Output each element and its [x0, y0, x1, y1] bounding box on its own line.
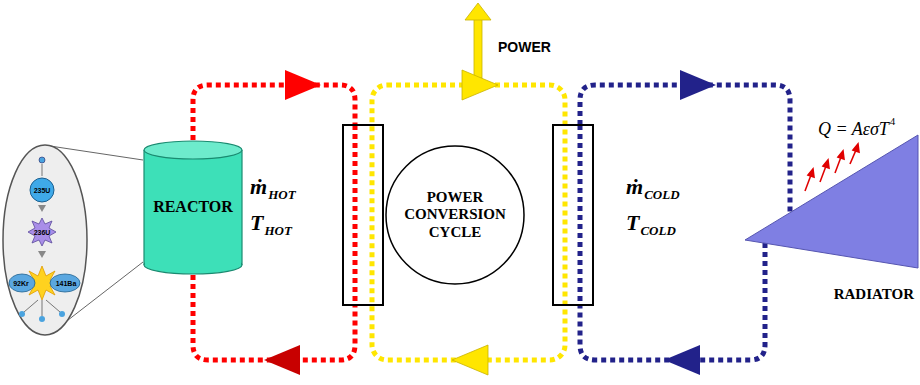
node-label: REACTOR	[144, 198, 242, 216]
cold-loop-line	[580, 243, 765, 360]
radiator-triangle	[745, 135, 918, 268]
hot-loop-line	[353, 125, 358, 305]
heat-exchanger	[553, 125, 593, 305]
neutron	[39, 157, 45, 163]
flow-arrow	[680, 70, 716, 100]
flow-arrow	[462, 70, 498, 100]
path-line	[46, 300, 60, 312]
radiation-arrow-head	[838, 151, 844, 159]
path-line	[42, 164, 43, 176]
cold-loop	[580, 85, 790, 360]
radiation-arrow-head	[823, 160, 829, 168]
uranium-236	[28, 218, 56, 246]
radiation-arrow	[820, 166, 826, 182]
flow-symbol: T	[626, 212, 639, 234]
conversion-circle: POWER CONVERSION CYCLE	[385, 145, 525, 285]
cylinder-side	[143, 150, 144, 265]
cylinder-fill	[145, 150, 241, 264]
neutron	[59, 311, 65, 317]
hot-loop-line	[193, 275, 355, 360]
isotope-label: 141Ba	[56, 280, 77, 287]
cylinder-top	[144, 141, 242, 159]
fission-inset	[3, 145, 143, 335]
radiation-formula: Q = AεσT	[818, 120, 889, 138]
radiator-shape: RADIATOR	[745, 118, 920, 318]
path-line	[24, 300, 38, 312]
path-line	[42, 300, 43, 316]
cycle-circle	[386, 146, 524, 284]
flow-symbol: ṁ	[626, 176, 643, 198]
power-loop	[372, 85, 565, 360]
flow-symbol: COLD	[640, 224, 675, 237]
flow-arrow	[264, 345, 300, 375]
isotope-label: 92Kr	[13, 280, 29, 287]
flow-symbol: HOT	[268, 188, 295, 201]
radiation-arrow	[850, 150, 856, 164]
cold-loop-line	[578, 125, 583, 305]
flow-symbol: HOT	[264, 224, 291, 237]
radiation-arrow-head	[853, 144, 859, 152]
inset-ellipse	[3, 145, 87, 335]
neutron	[39, 316, 45, 322]
node-label: POWER CONVERSION CYCLE	[399, 189, 511, 241]
flow-symbol: T	[250, 212, 263, 234]
radiation-arrow	[805, 175, 811, 191]
flow-arrow	[452, 345, 488, 375]
flow-arrow	[664, 345, 700, 375]
krypton-fragment	[9, 274, 35, 292]
heat-exchanger	[343, 125, 383, 305]
reactor-cylinder: REACTOR	[143, 140, 243, 275]
barium-fragment	[50, 274, 80, 292]
uranium-235	[30, 178, 54, 202]
flow-symbol: COLD	[644, 188, 679, 201]
step-arrow	[38, 205, 46, 212]
isotope-label: 236U	[34, 229, 51, 236]
flow-arrow	[285, 70, 321, 100]
step-arrow	[38, 251, 46, 258]
cylinder-side	[241, 150, 242, 265]
node-label: RADIATOR	[804, 286, 914, 303]
power-label: POWER	[498, 40, 551, 54]
cylinder-body	[144, 150, 242, 265]
radiation-arrow	[835, 157, 841, 173]
flow-symbol: ṁ	[250, 176, 267, 198]
power-arrow-shaft	[474, 18, 482, 78]
power-arrow-head	[465, 3, 491, 20]
neutron	[19, 311, 25, 317]
cold-loop-line	[580, 85, 790, 212]
hot-loop-line	[193, 85, 355, 140]
radiation-arrow-head	[808, 169, 814, 177]
isotope-label: 235U	[34, 187, 51, 194]
radiation-formula: 4	[890, 116, 896, 127]
